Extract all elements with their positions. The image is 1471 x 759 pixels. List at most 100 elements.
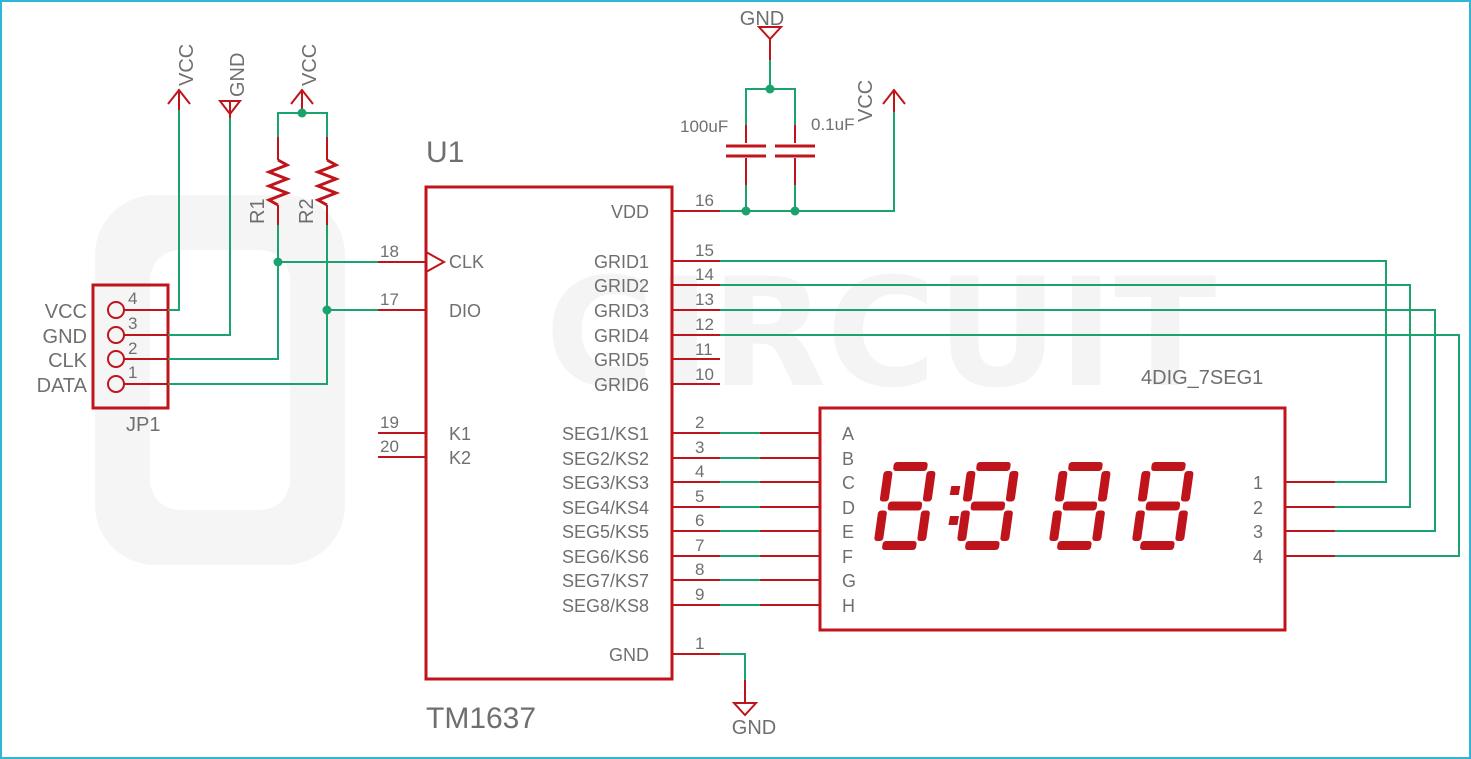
c1-value: 100uF [680,117,728,136]
junctions [273,84,800,315]
resistor-r2: R2 [296,137,341,225]
digit-4 [1132,462,1194,550]
digit-2-segment-1 [976,462,1011,471]
pin-num-11: 11 [695,340,713,359]
digit-4-segment-3 [1175,510,1188,541]
jp1-label-vcc: VCC [45,301,87,323]
pin-num-12: 12 [695,315,714,334]
digit-1-segment-5 [874,510,887,541]
digit-3-segment-4 [1057,541,1092,550]
digit-pin-2: 2 [1253,498,1263,518]
digit-pin-4: 4 [1253,547,1263,567]
pin-num-15: 15 [695,241,714,260]
gnd-symbol-u1: GND [731,680,776,739]
gnd-symbol-jp1: GND [217,53,249,118]
pin-name-seg1: SEG1/KS1 [562,424,649,444]
pin-name-seg5: SEG5/KS5 [562,522,649,542]
digit-2-segment-4 [965,541,1000,550]
digit-1-segment-1 [893,462,928,471]
pin-num-20: 20 [380,437,399,456]
jp1-pin-num-2: 2 [128,339,137,358]
seven-segment-digits [874,462,1194,550]
gnd-label-jp1: GND [227,53,249,97]
seg-label-f: F [842,547,853,567]
u1-ref: U1 [426,136,464,169]
capacitor-c1: 100uF [680,117,766,185]
pin-num-5: 5 [695,487,704,506]
u1-value: TM1637 [426,702,536,735]
digit-3-segment-7 [1062,501,1098,511]
gnd-label-u1: GND [732,717,776,739]
seg-label-c: C [842,473,855,493]
c2-value: 0.1uF [811,115,854,134]
digit-2 [957,462,1019,550]
pin-num-2: 2 [695,413,704,432]
digit-4-segment-1 [1151,462,1186,471]
pin-name-seg6: SEG6/KS6 [562,547,649,567]
seg-label-g: G [842,571,856,591]
pin-name-seg8: SEG8/KS8 [562,596,649,616]
jp1-label-gnd: GND [43,326,87,348]
pin-name-grid6: GRID6 [594,375,649,395]
pin-name-dio: DIO [449,301,481,321]
r1-label: R1 [247,198,269,224]
vcc-symbol-jp1: VCC [167,44,198,110]
digit-2-segment-7 [970,501,1006,511]
pin-name-gnd: GND [609,645,649,665]
pin-name-vdd: VDD [611,202,649,222]
digit-3-segment-3 [1092,510,1105,541]
pin-num-3: 3 [695,438,704,457]
pin-num-18: 18 [380,242,399,261]
display-name: 4DIG_7SEG1 [1141,367,1263,389]
seg-label-d: D [842,498,855,518]
jp1-pins: 4 3 2 1 [107,289,168,393]
digit-pin-3: 3 [1253,522,1263,542]
seg-label-b: B [842,449,854,469]
pin-name-seg7: SEG7/KS7 [562,571,649,591]
pin-name-seg3: SEG3/KS3 [562,473,649,493]
resistor-r1: R1 [247,137,292,225]
display-digit-pins: 1 2 3 4 [1253,473,1335,567]
pin-name-grid4: GRID4 [594,326,649,346]
vcc-symbol-vdd: VCC [855,80,906,122]
gnd-label-caps: GND [740,8,784,30]
pin-name-grid2: GRID2 [594,276,649,296]
digit-3 [1049,462,1111,550]
pin-num-4: 4 [695,462,704,481]
digit-1-segment-2 [922,471,936,502]
pin-num-16: 16 [695,191,714,210]
pin-num-8: 8 [695,560,704,579]
watermark: CIRCUIT [95,195,1216,565]
wires [168,60,1460,680]
vcc-label-pullup: VCC [299,44,321,86]
digit-4-segment-5 [1132,510,1145,541]
digit-2-segment-5 [957,510,970,541]
pin-name-grid3: GRID3 [594,301,649,321]
pin-num-7: 7 [695,536,704,555]
pin-name-clk: CLK [449,252,484,272]
jp1-ref: JP1 [126,414,160,436]
seg-label-e: E [842,522,854,542]
digit-pin-1: 1 [1253,473,1263,493]
pin-num-14: 14 [695,265,714,284]
pin-name-grid1: GRID1 [594,252,649,272]
pin-num-1: 1 [695,634,704,653]
pin-name-seg4: SEG4/KS4 [562,498,649,518]
digit-1-segment-7 [887,501,923,511]
digit-3-segment-1 [1068,462,1103,471]
digit-3-segment-2 [1097,471,1111,502]
pin-num-6: 6 [695,511,704,530]
digit-1 [874,462,936,550]
pin-name-k2: K2 [449,448,471,468]
vcc-symbol-pullup: VCC [290,44,321,113]
pin-name-seg2: SEG2/KS2 [562,449,649,469]
pin-num-10: 10 [695,365,714,384]
digit-1-segment-6 [879,471,893,502]
seg-label-h: H [842,596,855,616]
r2-label: R2 [296,198,318,224]
digit-3-segment-5 [1049,510,1062,541]
digit-2-segment-6 [962,471,976,502]
pin-name-grid5: GRID5 [594,350,649,370]
u1-left-pins: 18 CLK 17 DIO 19 K1 20 K2 [378,242,484,468]
